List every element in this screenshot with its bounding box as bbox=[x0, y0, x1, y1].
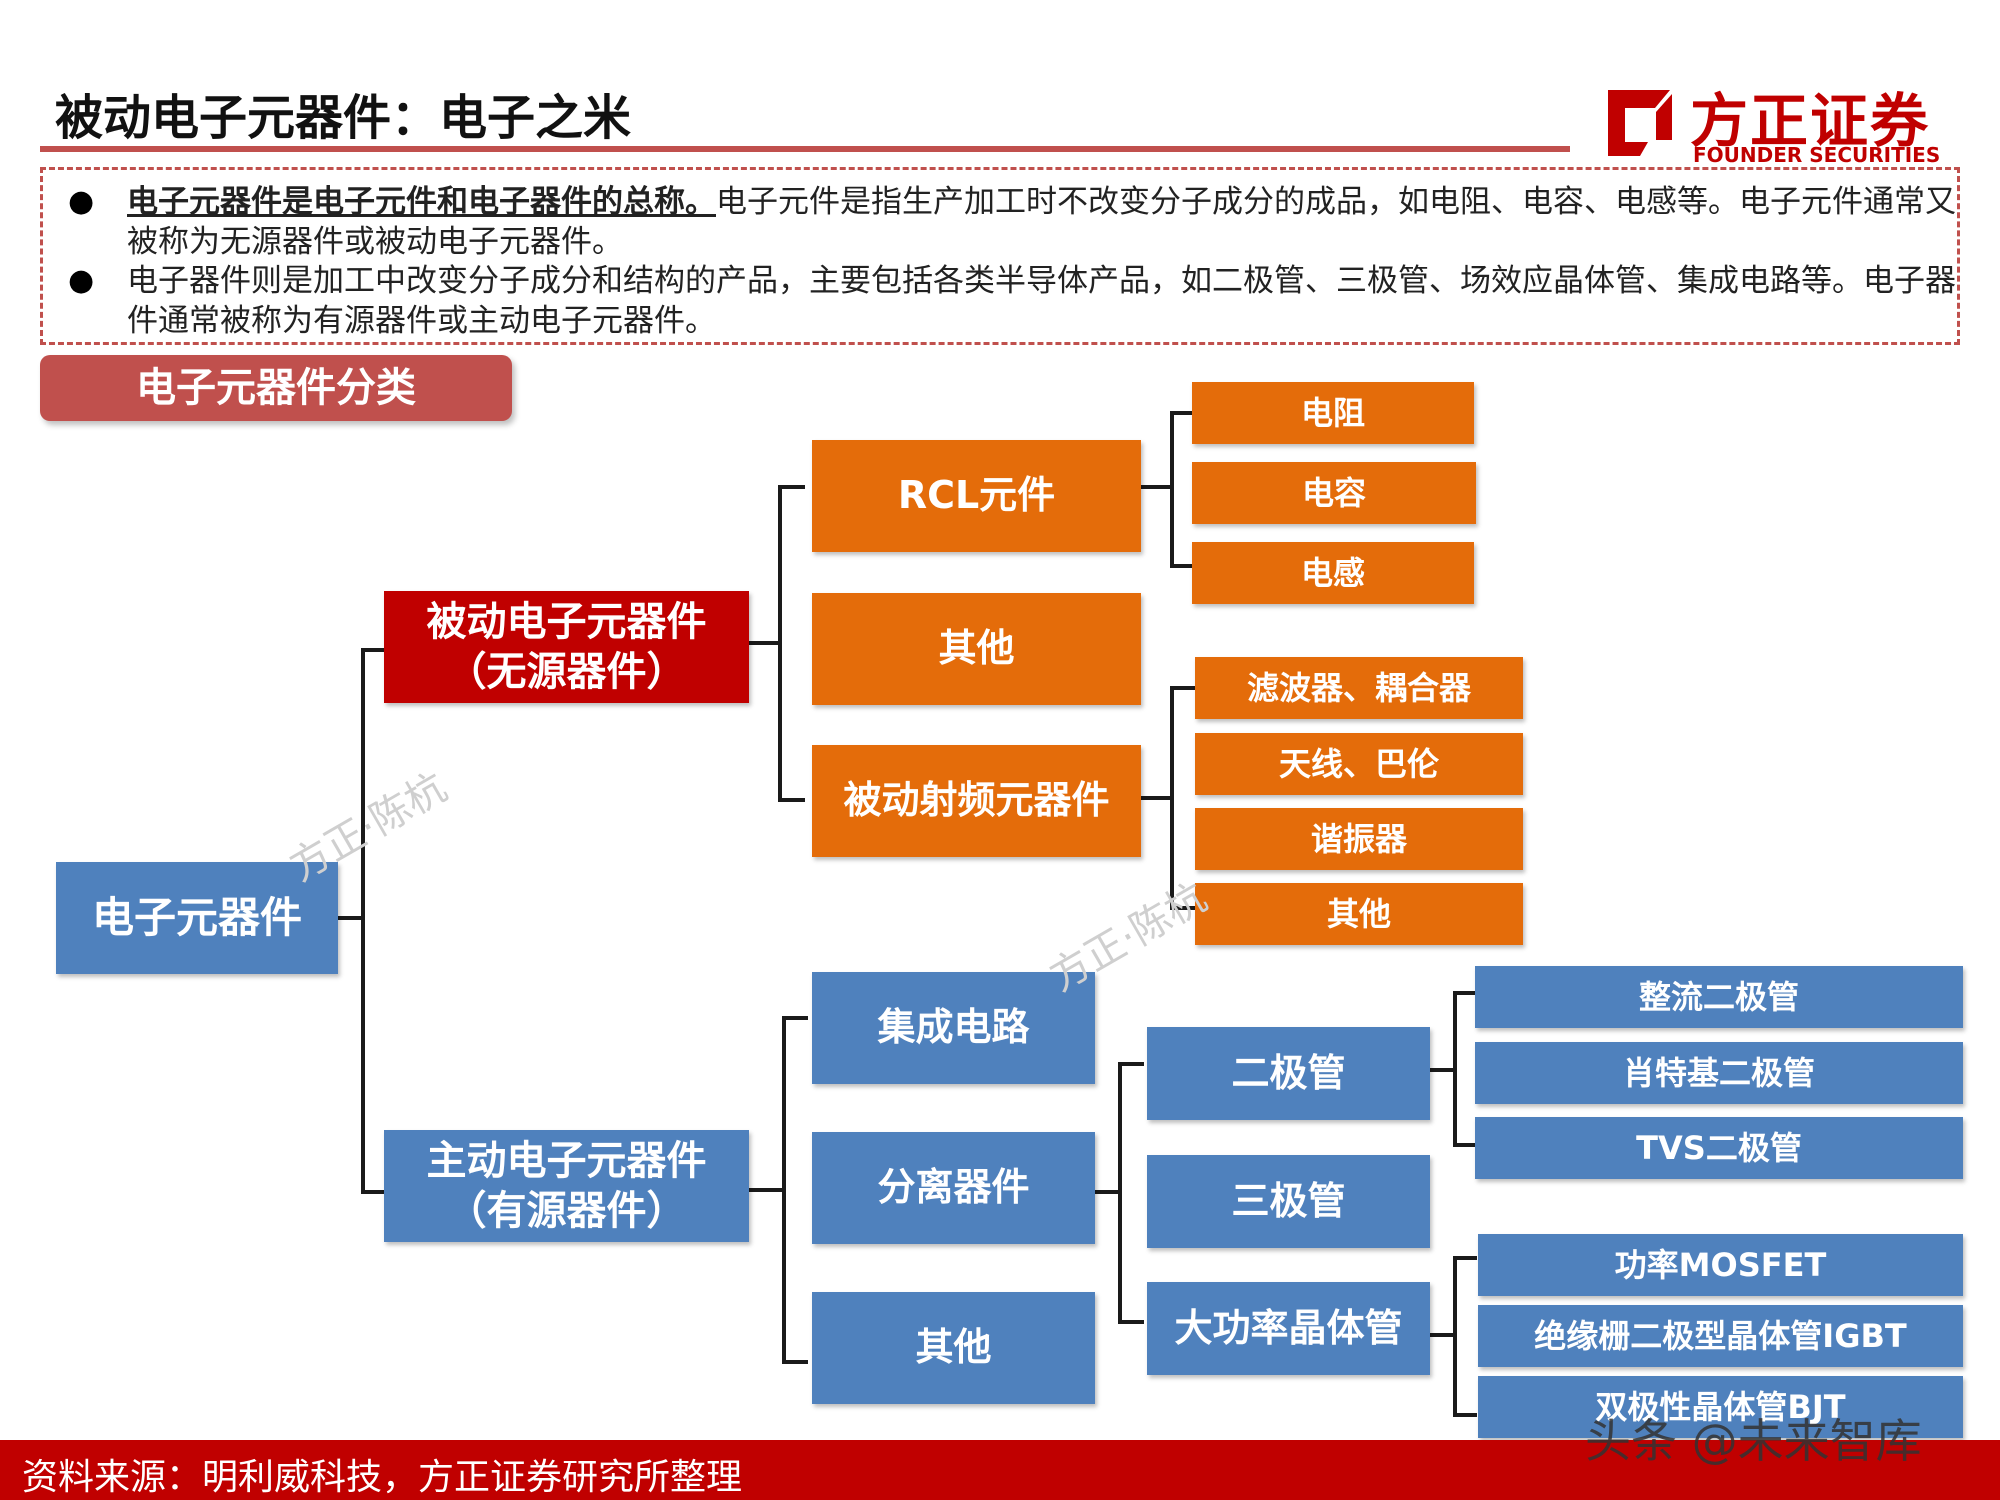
passive-components-node: 被动电子元器件 （无源器件） bbox=[384, 591, 749, 703]
diode-child-tvs: TVS二极管 bbox=[1475, 1117, 1963, 1179]
passive-line2: （无源器件） bbox=[446, 649, 687, 695]
tree-root: 电子元器件 bbox=[56, 862, 338, 974]
passive-line1: 被动电子元器件 bbox=[426, 599, 707, 645]
rcl-child-resistor: 电阻 bbox=[1192, 382, 1474, 444]
intro-paragraph-2: 电子器件则是加工中改变分子成分和结构的产品，主要包括各类半导体产品，如二极管、三… bbox=[127, 263, 1956, 339]
tree-connectors bbox=[336, 411, 1477, 1417]
bullet-icon: ● bbox=[68, 263, 95, 298]
intro-paragraph-1-text: 电子元件是指生产加工时不改变分子成分的成品，如电阻、电容、电感等。电子元件通常又… bbox=[127, 184, 1956, 260]
rcl-node: RCL元件 bbox=[812, 440, 1141, 552]
logo-chinese-name: 方正证券 bbox=[1690, 87, 1931, 155]
diode-child-schottky: 肖特基二极管 bbox=[1475, 1042, 1963, 1104]
ic-node: 集成电路 bbox=[812, 972, 1095, 1084]
rcl-child-inductor: 电感 bbox=[1192, 542, 1474, 604]
active-components-node: 主动电子元器件 （有源器件） bbox=[384, 1130, 749, 1242]
intro-paragraph-1: 电子元器件是电子元件和电子器件的总称。电子元件是指生产加工时不改变分子成分的成品… bbox=[127, 182, 1967, 262]
power-transistor-node: 大功率晶体管 bbox=[1147, 1282, 1430, 1375]
active-line2: （有源器件） bbox=[446, 1188, 687, 1234]
rf-child-filter: 滤波器、耦合器 bbox=[1195, 657, 1523, 719]
section-tab: 电子元器件分类 bbox=[40, 355, 512, 421]
footer-bar bbox=[0, 1440, 2000, 1500]
power-child-igbt: 绝缘栅二极型晶体管IGBT bbox=[1478, 1305, 1963, 1367]
founder-logo-icon bbox=[1608, 90, 1672, 156]
platform-watermark: 头条 @未来智库 bbox=[1585, 1414, 1922, 1468]
rf-child-other: 其他 bbox=[1195, 883, 1523, 945]
bullet-icon: ● bbox=[68, 184, 95, 219]
rf-child-resonator: 谐振器 bbox=[1195, 808, 1523, 870]
diode-child-rectifier: 整流二极管 bbox=[1475, 966, 1963, 1028]
power-child-mosfet: 功率MOSFET bbox=[1478, 1234, 1963, 1296]
intro-paragraph-1-bold: 电子元器件是电子元件和电子器件的总称。 bbox=[127, 184, 716, 220]
intro-box: ● 电子元器件是电子元件和电子器件的总称。电子元件是指生产加工时不改变分子成分的… bbox=[40, 167, 1960, 345]
passive-rf-node: 被动射频元器件 bbox=[812, 745, 1141, 857]
rcl-child-capacitor: 电容 bbox=[1192, 462, 1476, 524]
triode-node: 三极管 bbox=[1147, 1155, 1430, 1248]
source-note: 资料来源：明利威科技，方正证券研究所整理 bbox=[22, 1457, 743, 1498]
title-underline bbox=[40, 146, 1570, 152]
discrete-node: 分离器件 bbox=[812, 1132, 1095, 1244]
power-child-bjt: 双极性晶体管BJT bbox=[1478, 1376, 1963, 1438]
diode-node: 二极管 bbox=[1147, 1027, 1430, 1120]
passive-other-node: 其他 bbox=[812, 593, 1141, 705]
logo-english-name: FOUNDER SECURITIES bbox=[1693, 143, 1941, 167]
page-title: 被动电子元器件：电子之米 bbox=[55, 90, 632, 146]
active-other-node: 其他 bbox=[812, 1292, 1095, 1404]
active-line1: 主动电子元器件 bbox=[426, 1138, 707, 1184]
rf-child-antenna: 天线、巴伦 bbox=[1195, 733, 1523, 795]
